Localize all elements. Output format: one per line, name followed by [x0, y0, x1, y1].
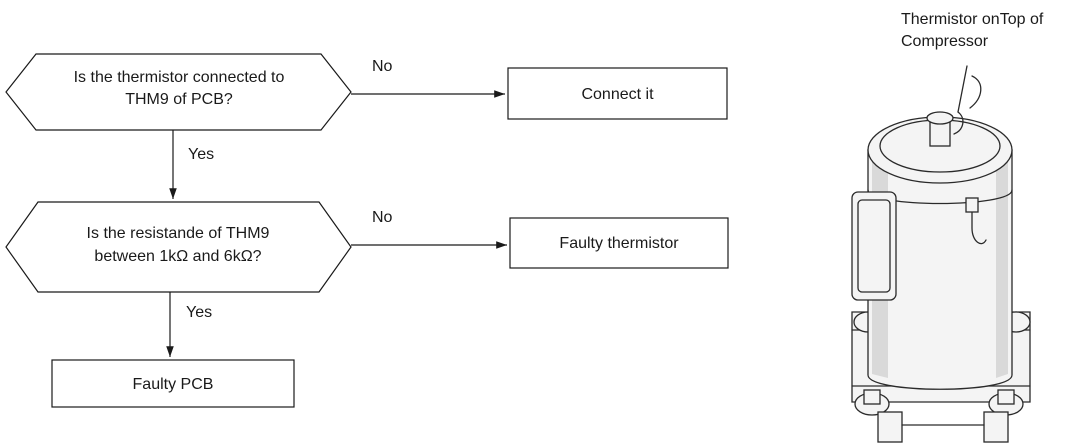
suction-fitting-nut — [965, 197, 979, 213]
edge-label-yes-1: Yes — [188, 146, 214, 163]
edge-label-no-2: No — [372, 209, 393, 226]
bolt-front-left — [863, 389, 881, 405]
result-faulty-thermistor-label: Faulty thermistor — [559, 235, 679, 252]
thermistor-lead-line — [957, 65, 968, 113]
terminal-box — [851, 191, 897, 301]
foot-bracket-left — [877, 411, 903, 443]
result-faulty-thermistor-box — [509, 217, 729, 269]
result-faulty-pcb: Faulty PCB — [51, 359, 295, 408]
decision-thermistor-connected: Is the thermistor connected to THM9 of P… — [5, 53, 352, 131]
result-faulty-pcb-label: Faulty PCB — [133, 376, 214, 393]
terminal-box-cover — [857, 199, 891, 293]
decision-2-line-1: Is the resistande of THM9 — [87, 225, 270, 242]
foot-bracket-right — [983, 411, 1009, 443]
thermistor-clip — [953, 111, 964, 135]
decision-1-hexagon — [5, 53, 352, 131]
shell-shadow-right — [996, 160, 1008, 378]
suction-fitting — [971, 209, 987, 245]
result-connect-it: Connect it — [507, 67, 728, 120]
illustration-caption-line-2: Compressor — [901, 33, 989, 50]
decision-resistance-range: Is the resistande of THM9 between 1kΩ an… — [5, 201, 352, 293]
top-fitting-cap — [926, 111, 954, 125]
compressor-illustration — [851, 65, 1031, 443]
result-connect-box — [507, 67, 728, 120]
edge-label-no-1: No — [372, 58, 393, 75]
decision-1-line-1: Is the thermistor connected to — [74, 69, 285, 86]
illustration-caption-line-1: Thermistor onTop of — [901, 11, 1044, 28]
decision-2-hexagon — [5, 201, 352, 293]
thermistor-wire — [969, 75, 982, 109]
result-faulty-pcb-box — [51, 359, 295, 408]
bolt-front-right — [997, 389, 1015, 405]
edge-label-yes-2: Yes — [186, 304, 212, 321]
result-connect-label: Connect it — [581, 86, 654, 103]
decision-1-line-2: THM9 of PCB? — [125, 91, 233, 108]
result-faulty-thermistor: Faulty thermistor — [509, 217, 729, 269]
decision-2-line-2: between 1kΩ and 6kΩ? — [94, 248, 261, 265]
